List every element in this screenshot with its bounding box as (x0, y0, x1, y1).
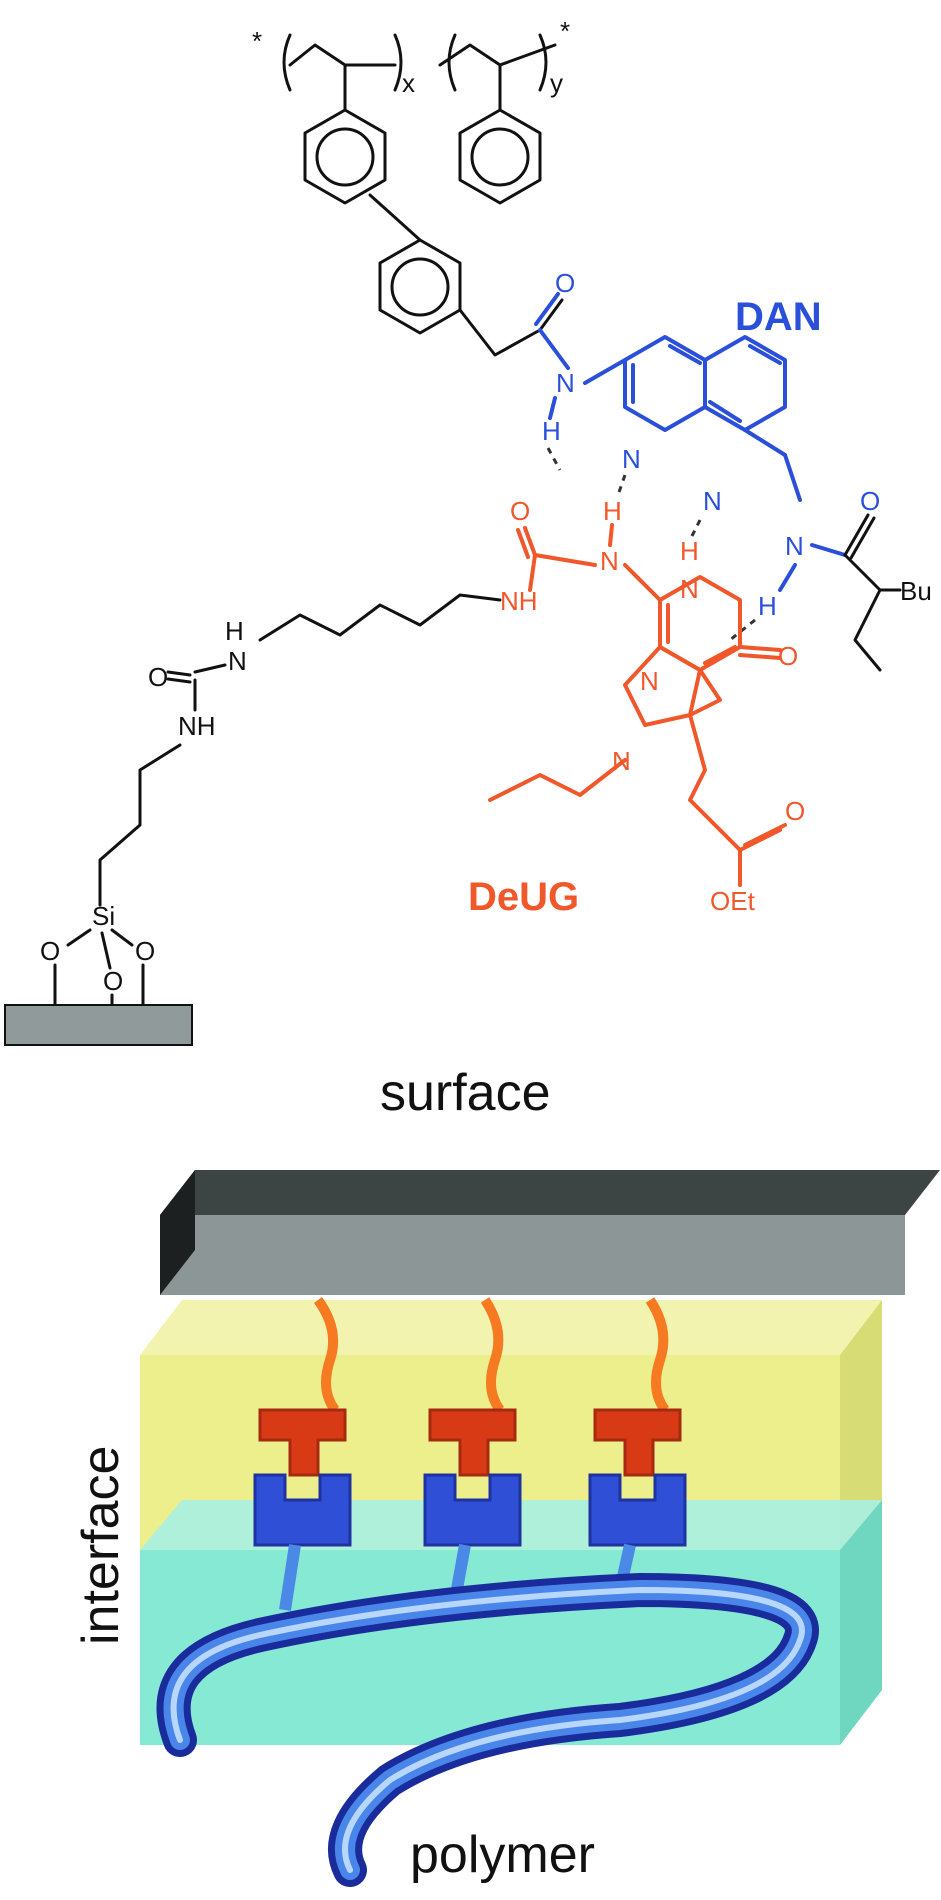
o-urea-red: O (510, 496, 530, 526)
o-c4: O (778, 641, 798, 671)
n-amide-left: N (556, 368, 575, 398)
deug-heterocycle: O H N NH H N O N N O (488, 496, 805, 916)
oet-label: OEt (710, 886, 756, 916)
n-urea-red: N (600, 546, 619, 576)
hbond-2 (616, 474, 627, 496)
polymer-label: polymer (410, 1826, 595, 1884)
polymer-backbone: * x y * (252, 16, 570, 112)
propyl-chain (98, 743, 182, 907)
dan-label: DAN (735, 295, 822, 339)
h-n3: H (680, 536, 699, 566)
surface-label: surface (380, 1064, 551, 1122)
n-urea-black: N (228, 646, 247, 676)
phenyl-ring-middle (378, 238, 462, 335)
hbond-1 (546, 447, 562, 471)
deug-label: DeUG (468, 875, 579, 919)
phenyl-ring-right (458, 108, 542, 205)
star-right: * (560, 16, 570, 46)
tether-1 (313, 1297, 340, 1413)
hexyl-chain (258, 593, 502, 642)
o-si-left: O (40, 936, 60, 966)
urea-black: H N O NH (148, 616, 247, 741)
star-left: * (252, 26, 262, 56)
o-ester: O (785, 796, 805, 826)
polymer-coil (156, 1572, 819, 1887)
nh-urea-red: NH (500, 586, 538, 616)
n-ring-1: N (622, 444, 641, 474)
pair-1 (253, 1408, 352, 1611)
chemical-structure: * x y * (4, 16, 932, 1046)
bu-label: Bu (900, 576, 932, 606)
nh-urea-black: NH (178, 711, 216, 741)
n-amide-right: N (785, 531, 804, 561)
h-urea-black: H (225, 616, 244, 646)
surface-slab (160, 1170, 940, 1295)
phenyl-ring-left (303, 108, 387, 205)
tether-3 (645, 1297, 670, 1413)
hbond-4 (729, 618, 756, 642)
tether-2 (480, 1297, 505, 1413)
o-amide-right: O (860, 486, 880, 516)
n-pyr-1: N (640, 666, 659, 696)
subscript-x: x (402, 68, 415, 98)
interface-label: interface (72, 1446, 130, 1645)
o-urea-black: O (148, 662, 168, 692)
o-si-mid: O (103, 966, 123, 996)
o-amide-top: O (555, 268, 575, 298)
o-si-right: O (135, 936, 155, 966)
hbond-3 (688, 519, 702, 541)
si-label: Si (92, 901, 115, 931)
subscript-y: y (550, 68, 563, 98)
interface-cartoon: surface (72, 1064, 940, 1887)
h-urea-red: H (603, 496, 622, 526)
n3: N (680, 574, 699, 604)
substrate-block (4, 1004, 193, 1046)
h-amide-right: H (758, 591, 777, 621)
n-ring-2: N (703, 486, 722, 516)
h-amide-left: H (542, 416, 561, 446)
dan-naphthyridine: N H N N N H O Bu (542, 335, 932, 672)
